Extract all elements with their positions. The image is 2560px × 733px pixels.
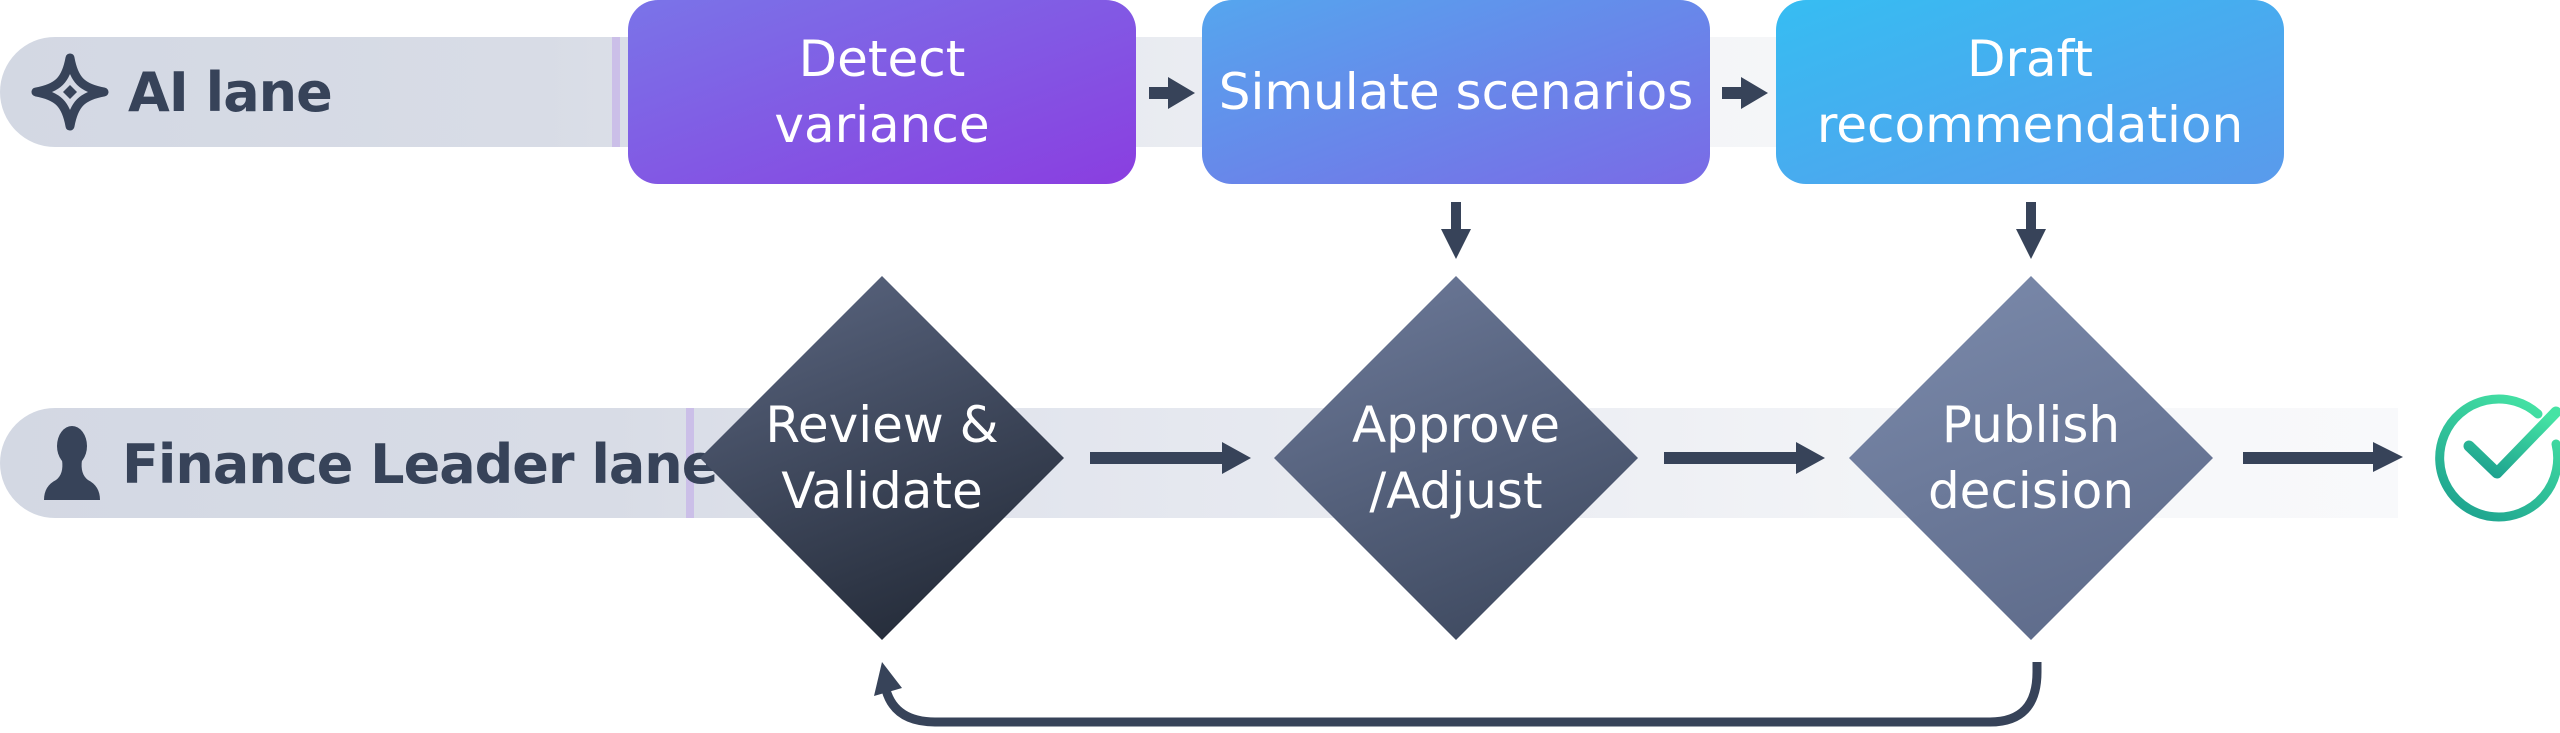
person-icon [40, 424, 104, 504]
diamond-shape [1274, 276, 1638, 640]
step-simulate-scenarios[interactable]: Simulate scenarios [1202, 0, 1710, 184]
lane-marker [686, 408, 694, 518]
diamond-shape [700, 276, 1064, 640]
step-label: Simulate scenarios [1218, 63, 1694, 121]
step-draft-recommendation[interactable]: Draft recommendation [1776, 0, 2284, 184]
decision-review-validate[interactable]: Review & Validate [700, 276, 1064, 640]
step-label: Draft recommendation [1816, 30, 2244, 154]
sparkle-icon [30, 52, 110, 132]
diamond-shape [1849, 276, 2213, 640]
arrow-publish-to-done [2243, 442, 2403, 472]
arrow-loop-back-publish-to-review [874, 662, 2042, 727]
arrow-detect-to-simulate [1149, 77, 1195, 109]
lane-marker [612, 37, 620, 147]
decision-label: Review & Validate [765, 396, 999, 520]
decision-publish[interactable]: Publish decision [1849, 276, 2213, 640]
arrow-draft-to-publish [2016, 202, 2046, 259]
arrow-simulate-to-approve [1441, 202, 1471, 259]
finance-lane-label: Finance Leader lane [40, 424, 718, 504]
finance-lane-title: Finance Leader lane [122, 432, 718, 496]
arrow-approve-to-publish [1664, 442, 1825, 474]
step-detect-variance[interactable]: Detect variance [628, 0, 1136, 184]
check-circle-icon [2435, 394, 2560, 522]
decision-label: Publish decision [1927, 396, 2135, 520]
step-label: Detect variance [774, 30, 990, 154]
arrow-simulate-to-draft [1722, 77, 1768, 109]
ai-lane-label: AI lane [30, 52, 333, 132]
decision-approve-adjust[interactable]: Approve /Adjust [1274, 276, 1638, 640]
decision-label: Approve /Adjust [1351, 396, 1561, 520]
ai-lane-title: AI lane [128, 60, 333, 124]
arrow-review-to-approve [1090, 442, 1251, 474]
